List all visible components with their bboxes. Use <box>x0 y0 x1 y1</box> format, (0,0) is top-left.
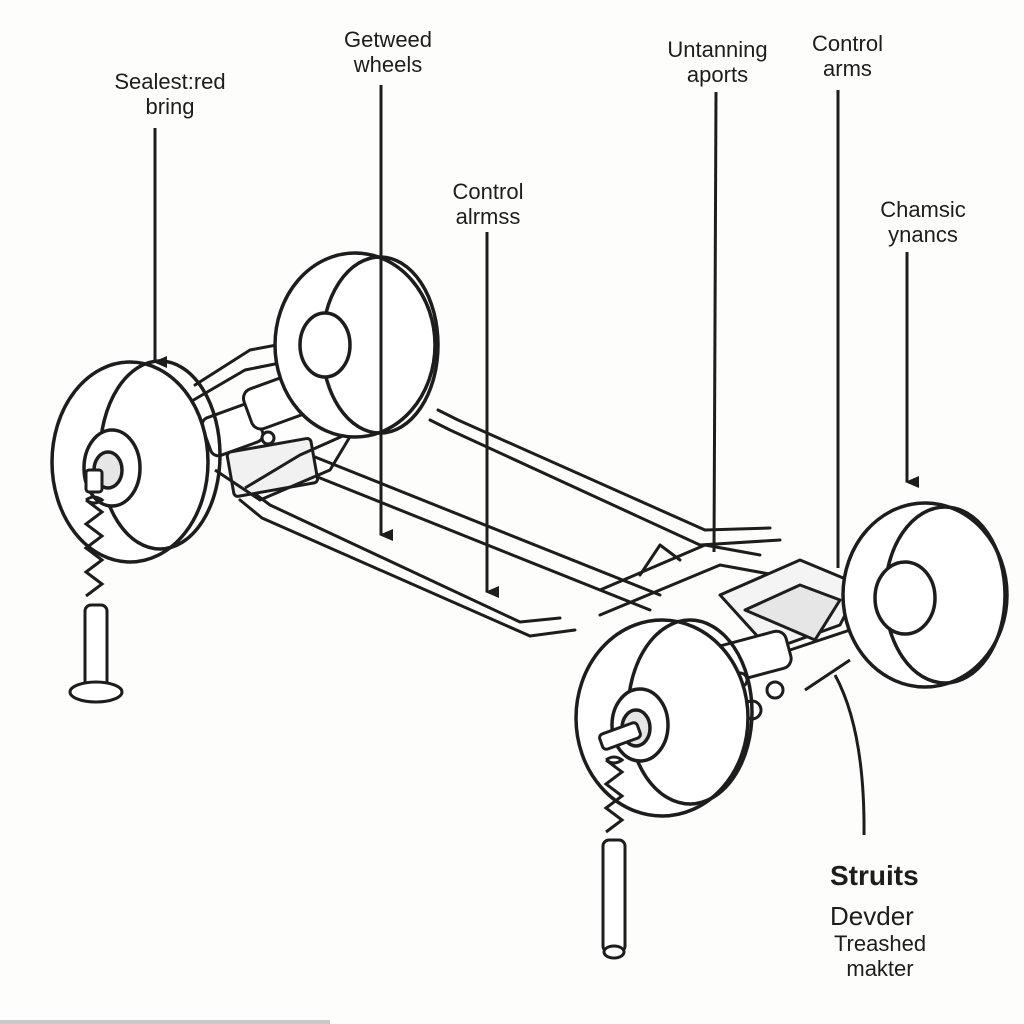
leader-struits <box>833 674 866 836</box>
bottom-edge-bar <box>0 1020 330 1024</box>
wheel-rear-left <box>574 618 754 818</box>
leader-untanning-aports <box>712 91 718 553</box>
label-struits: Struits <box>830 860 919 891</box>
label-control-arms-center: Control alrmss <box>452 179 524 229</box>
leader-lines <box>153 85 919 836</box>
label-untanning-aports: Untanning aports <box>667 37 768 87</box>
wheel-front-left <box>50 359 222 564</box>
strut-rear-left <box>598 721 642 960</box>
label-getweed-wheels: Getweed wheels <box>343 27 433 77</box>
label-devder: Devder <box>830 901 914 931</box>
label-sealed-bring: Sealest:red bring <box>114 69 226 119</box>
label-chamsic-ynancs: Chamsic ynancs <box>880 197 966 247</box>
strut-front-left <box>68 468 124 704</box>
wheel-front-right <box>273 251 440 439</box>
label-control-arms-right: Control arms <box>812 31 883 81</box>
wheel-rear-right <box>841 501 1009 689</box>
label-treashed-makter: Treashed makter <box>833 931 927 981</box>
